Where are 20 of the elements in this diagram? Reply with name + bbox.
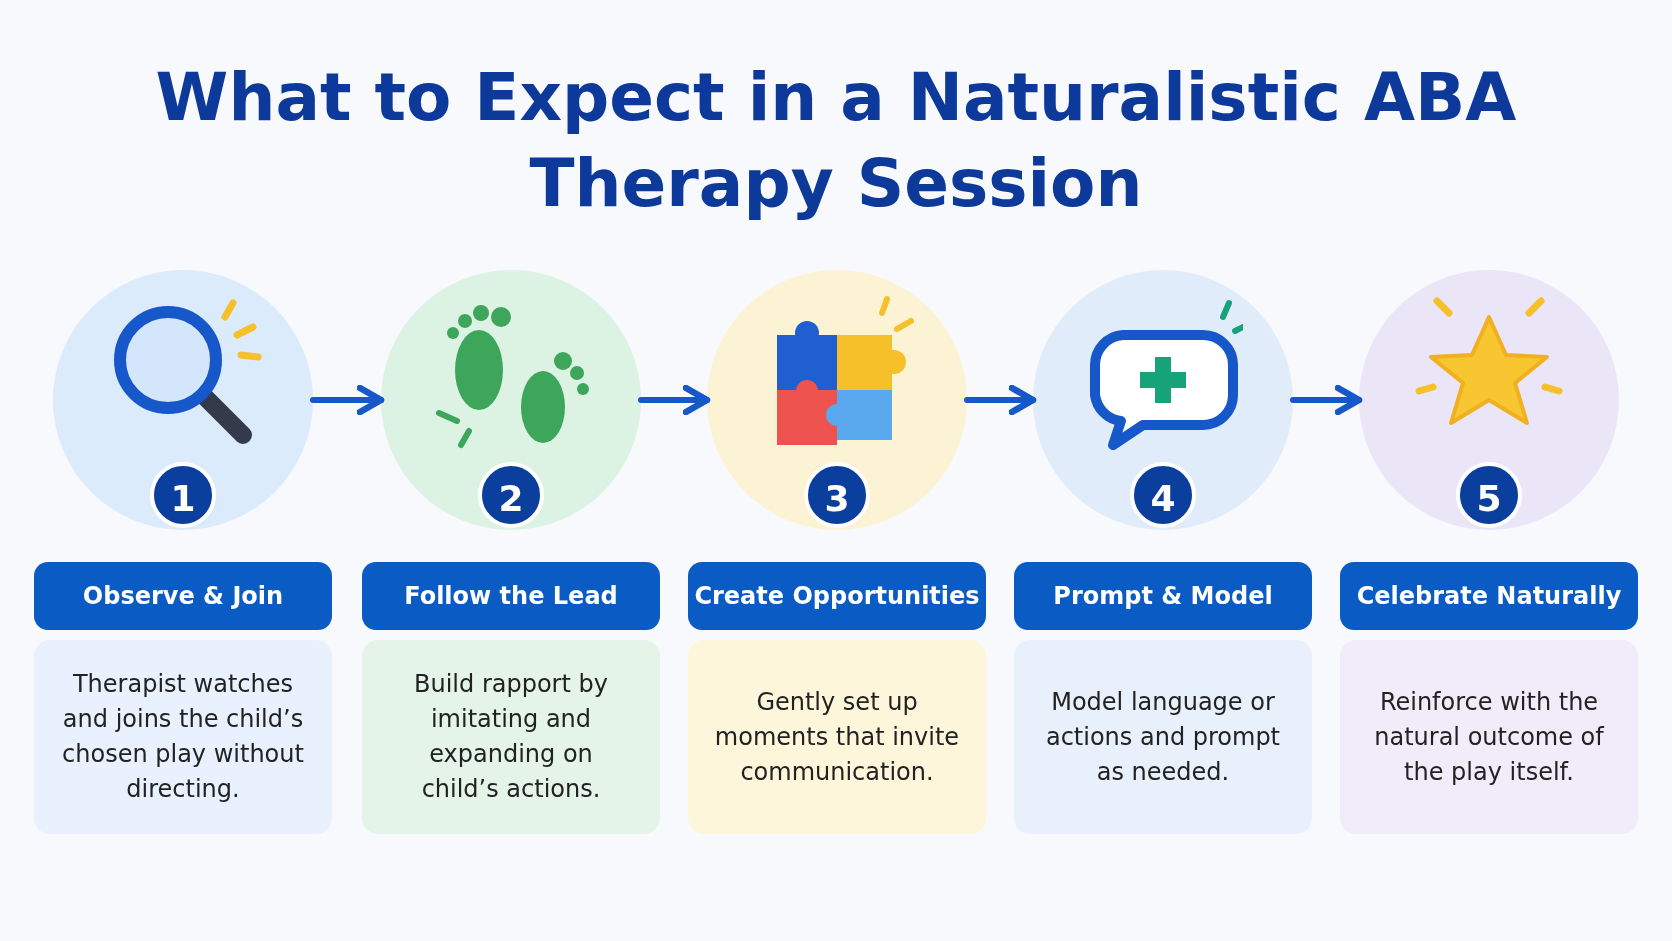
step-heading: Create Opportunities <box>688 562 986 630</box>
arrow <box>1290 384 1363 416</box>
step-number-badge: 1 <box>150 462 216 528</box>
arrow <box>310 384 385 416</box>
step-heading: Prompt & Model <box>1014 562 1312 630</box>
step-number-badge: 2 <box>478 462 544 528</box>
description-card: Model language or actions and prompt as needed. <box>1014 640 1312 834</box>
arrow <box>964 384 1037 416</box>
step-number-badge: 5 <box>1456 462 1522 528</box>
description-card: Therapist watches and joins the child’s chosen play without directing. <box>34 640 332 834</box>
step-heading: Follow the Lead <box>362 562 660 630</box>
description-card: Build rapport by imitating and expanding on child’s actions. <box>362 640 660 834</box>
step-number-badge: 4 <box>1130 462 1196 528</box>
description-card: Gently set up moments that invite communication. <box>688 640 986 834</box>
description-card: Reinforce with the natural outcome of the play itself. <box>1340 640 1638 834</box>
step-heading: Observe & Join <box>34 562 332 630</box>
step-number-badge: 3 <box>804 462 870 528</box>
arrow <box>638 384 711 416</box>
step-heading: Celebrate Naturally <box>1340 562 1638 630</box>
title: What to Expect in a Naturalistic ABA Therapy Session <box>154 58 1518 224</box>
